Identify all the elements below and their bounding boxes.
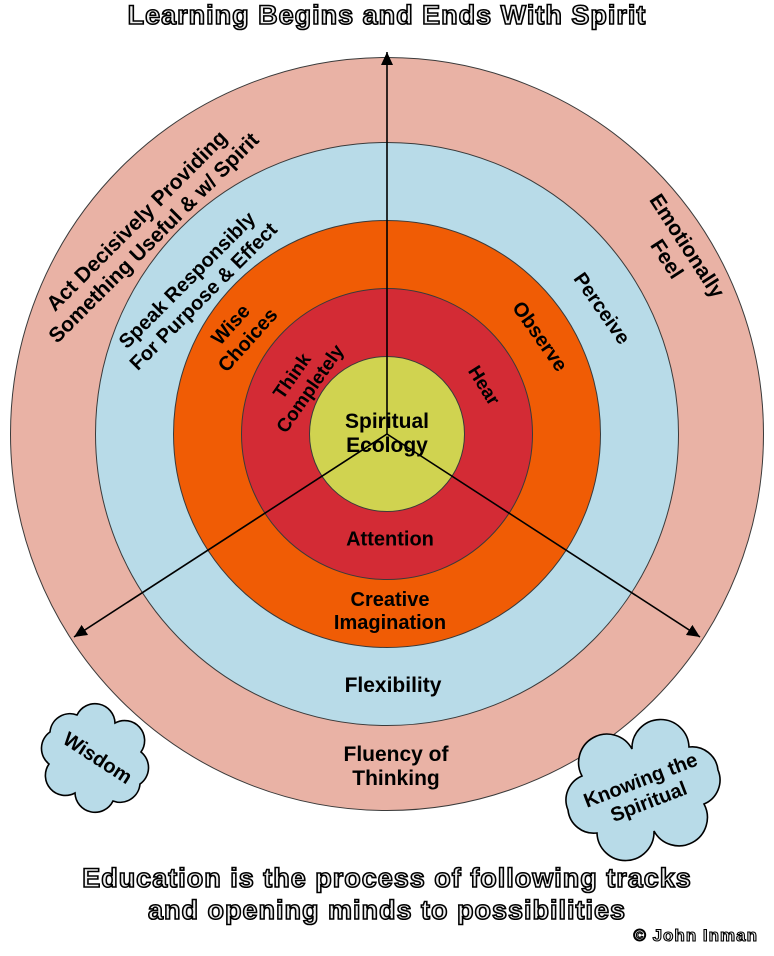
label-creative-imagination: Creative Imagination [333, 589, 447, 634]
label-flexibility: Flexibility [344, 673, 442, 697]
arrow-down-right-icon [386, 433, 701, 638]
label-fluency-of-thinking: Fluency of Thinking [343, 742, 449, 790]
wisdom-cloud-icon [40, 702, 150, 814]
label-spiritual-ecology: Spiritual Ecology [344, 409, 430, 457]
footer-caption: Education is the process of following tr… [81, 862, 692, 926]
knowing-cloud-icon [565, 718, 721, 862]
arrow-down-left-icon [73, 433, 388, 638]
copyright-credit: © John Inman [633, 925, 758, 945]
diagram-title: Learning Begins and Ends With Spirit [127, 0, 647, 31]
label-attention: Attention [346, 528, 434, 551]
